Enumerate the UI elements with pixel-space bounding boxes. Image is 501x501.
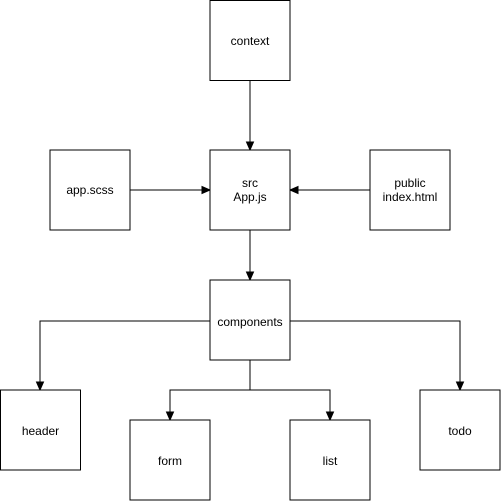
node-header[interactable]: header xyxy=(0,389,81,471)
edge-components-to-list xyxy=(250,389,335,422)
node-form[interactable]: form xyxy=(129,419,211,501)
node-src-label-line1: src xyxy=(242,176,258,190)
node-context[interactable]: context xyxy=(209,0,291,81)
edge-components-to-todo xyxy=(290,320,465,392)
node-context-label: context xyxy=(231,34,270,48)
node-todo[interactable]: todo xyxy=(419,389,501,471)
node-public-label-line1: public xyxy=(394,176,425,190)
node-components[interactable]: components xyxy=(209,279,291,361)
node-list-label: list xyxy=(323,454,338,468)
node-public-label-line2: index.html xyxy=(383,190,438,204)
edge-app-scss-to-src xyxy=(130,185,212,195)
edge-components-to-header xyxy=(35,320,210,392)
edge-components-to-form xyxy=(165,360,251,422)
node-src[interactable]: src App.js xyxy=(209,149,291,231)
node-app-scss[interactable]: app.scss xyxy=(49,149,131,231)
edge-src-to-components xyxy=(245,230,255,282)
node-list[interactable]: list xyxy=(289,419,371,501)
node-todo-label: todo xyxy=(448,424,472,438)
node-components-label: components xyxy=(217,315,282,329)
node-form-label: form xyxy=(158,454,182,468)
node-header-label: header xyxy=(22,424,59,438)
node-public[interactable]: public index.html xyxy=(369,149,451,231)
node-app-scss-label: app.scss xyxy=(66,183,113,197)
edge-public-to-src xyxy=(288,185,370,195)
edge-context-to-src xyxy=(245,80,255,152)
node-src-label-line2: App.js xyxy=(233,190,266,204)
